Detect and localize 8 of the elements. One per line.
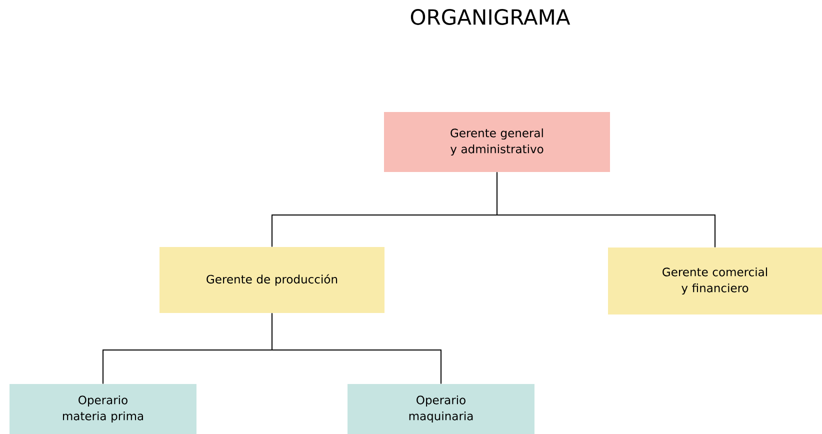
title: ORGANIGRAMA [410, 9, 570, 25]
connector-line [496, 172, 716, 248]
org-box: Operario maquinaria [348, 384, 534, 434]
org-box: Gerente de producción [160, 247, 384, 313]
org-box: Gerente general y administrativo [384, 112, 610, 172]
org-box: Gerente comercial y financiero [608, 248, 822, 314]
connector-line [272, 312, 442, 384]
org-box: Operario materia prima [10, 384, 196, 434]
